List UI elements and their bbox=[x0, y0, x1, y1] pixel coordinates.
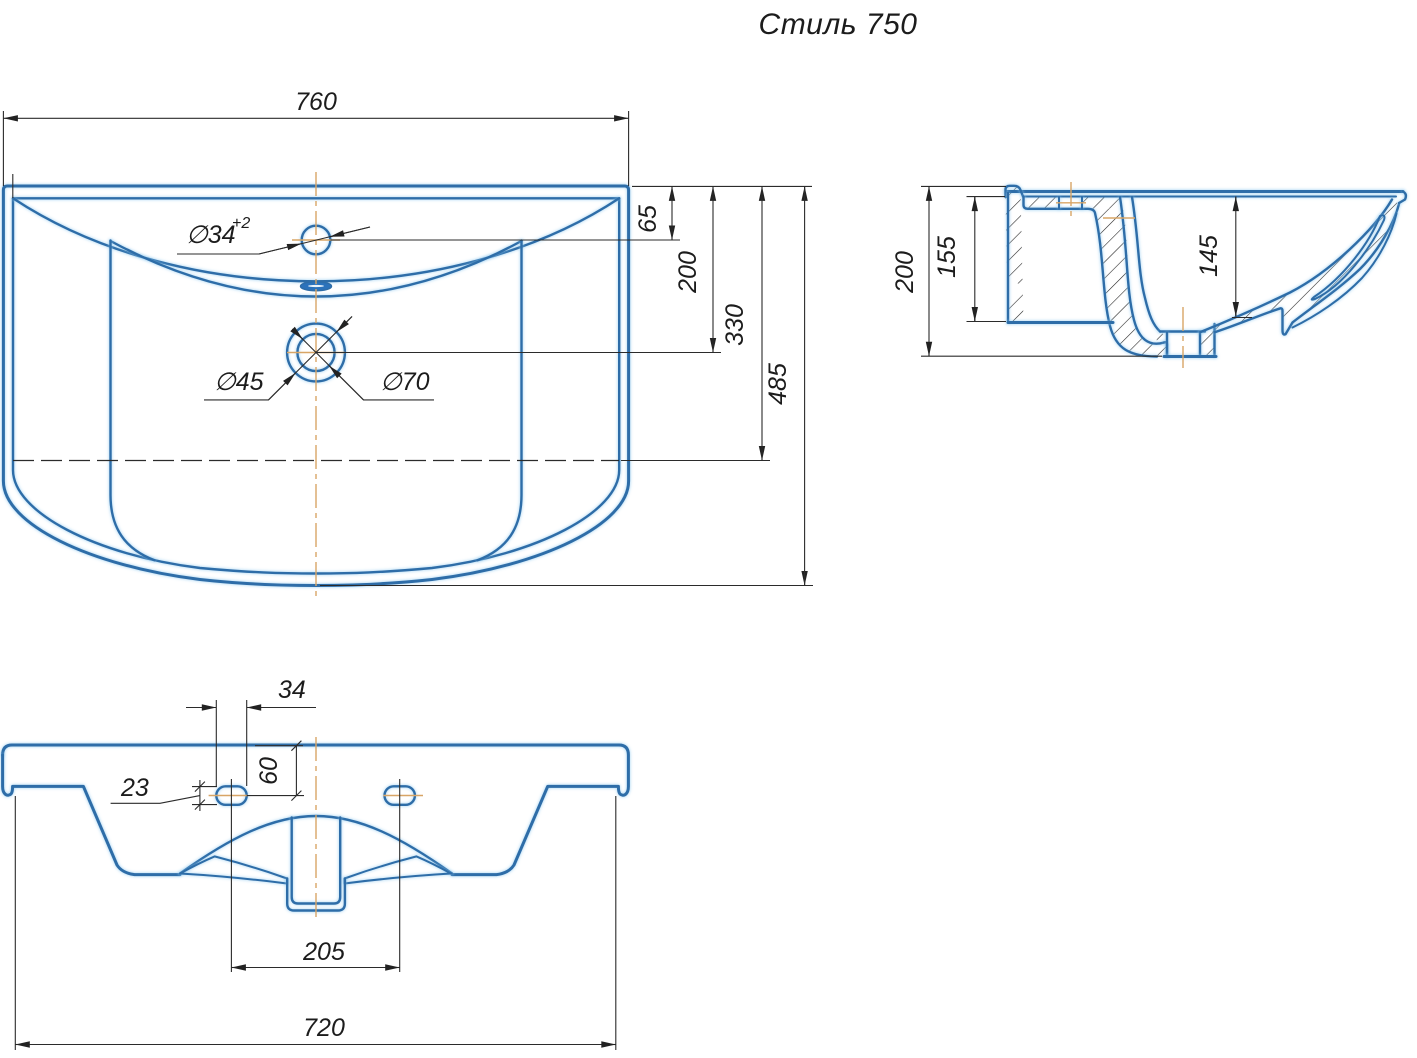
svg-text:∅45: ∅45 bbox=[214, 368, 264, 396]
svg-text:60: 60 bbox=[255, 757, 283, 785]
svg-text:330: 330 bbox=[721, 304, 749, 346]
svg-text:34: 34 bbox=[278, 676, 306, 704]
svg-text:205: 205 bbox=[302, 938, 345, 966]
svg-text:200: 200 bbox=[674, 251, 702, 294]
svg-text:760: 760 bbox=[295, 88, 337, 116]
svg-text:23: 23 bbox=[120, 774, 149, 802]
svg-text:+2: +2 bbox=[232, 215, 250, 232]
svg-text:145: 145 bbox=[1195, 235, 1223, 277]
svg-text:485: 485 bbox=[764, 363, 792, 405]
svg-text:∅34: ∅34 bbox=[186, 221, 236, 249]
svg-text:Стиль 750: Стиль 750 bbox=[759, 8, 918, 41]
svg-text:∅70: ∅70 bbox=[380, 368, 430, 396]
svg-text:155: 155 bbox=[933, 236, 961, 278]
svg-text:720: 720 bbox=[303, 1014, 345, 1042]
svg-text:65: 65 bbox=[634, 205, 662, 233]
svg-text:200: 200 bbox=[891, 251, 919, 294]
